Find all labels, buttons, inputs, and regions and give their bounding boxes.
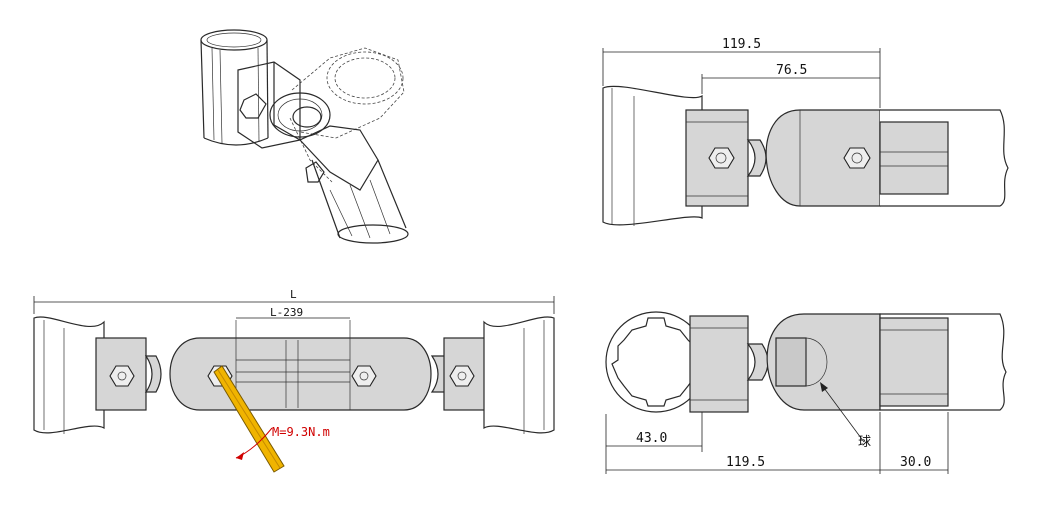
dim-119-5-bottom: 119.5 bbox=[726, 455, 765, 470]
bottom-left-view: L L-239 M=9.3N.m bbox=[33, 288, 555, 473]
top-right-view: 119.5 76.5 bbox=[602, 37, 1009, 226]
dim-119-5-top: 119.5 bbox=[722, 37, 761, 52]
isometric-view bbox=[200, 29, 409, 244]
ball-label: 球 bbox=[858, 435, 871, 450]
dim-L-239: L-239 bbox=[270, 306, 303, 319]
dim-30-0: 30.0 bbox=[900, 455, 931, 470]
bottom-right-view: 球 43.0 119.5 30.0 bbox=[605, 311, 1007, 474]
dim-43-0: 43.0 bbox=[636, 431, 667, 446]
dim-76-5: 76.5 bbox=[776, 63, 807, 78]
dim-L: L bbox=[290, 288, 297, 301]
torque-label: M=9.3N.m bbox=[272, 425, 330, 439]
